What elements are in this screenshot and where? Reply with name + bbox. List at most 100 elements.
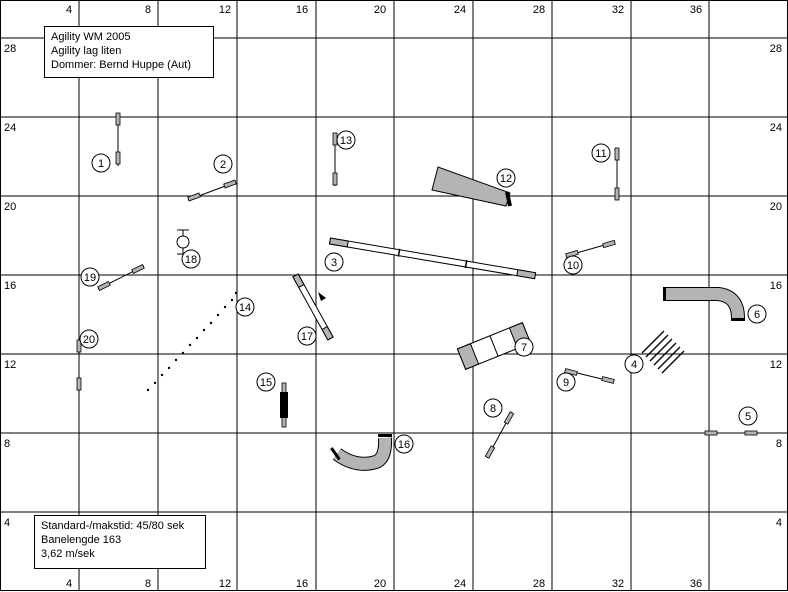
obstacle-9-jump[interactable] bbox=[564, 368, 615, 384]
y-tick-left-24: 24 bbox=[4, 122, 16, 134]
y-tick-left-8: 8 bbox=[4, 438, 10, 450]
x-tick-bottom-32: 32 bbox=[612, 578, 624, 590]
svg-text:1: 1 bbox=[98, 158, 104, 170]
y-tick-right-20: 20 bbox=[770, 201, 782, 213]
marker-6: 6 bbox=[747, 304, 767, 324]
y-tick-left-20: 20 bbox=[4, 201, 16, 213]
x-tick-top-8: 8 bbox=[145, 4, 151, 16]
y-tick-right-8: 8 bbox=[776, 438, 782, 450]
svg-text:4: 4 bbox=[631, 359, 637, 371]
obstacle-15-wall[interactable] bbox=[280, 382, 288, 428]
marker-16: 16 bbox=[394, 434, 414, 454]
obstacle-5-jump[interactable] bbox=[704, 430, 760, 436]
course-speed: 3,62 m/sek bbox=[41, 548, 95, 560]
obstacle-12-chute[interactable] bbox=[431, 166, 512, 207]
x-tick-bottom-20: 20 bbox=[374, 578, 386, 590]
obstacle-2-jump[interactable] bbox=[187, 179, 237, 202]
svg-text:11: 11 bbox=[595, 148, 606, 160]
svg-text:2: 2 bbox=[220, 159, 226, 171]
marker-10: 10 bbox=[563, 255, 583, 275]
svg-text:13: 13 bbox=[340, 135, 352, 147]
y-tick-right-4: 4 bbox=[776, 517, 782, 529]
marker-17: 17 bbox=[297, 326, 317, 346]
svg-text:3: 3 bbox=[331, 257, 337, 269]
svg-text:7: 7 bbox=[521, 342, 527, 354]
y-tick-right-28: 28 bbox=[770, 43, 782, 55]
marker-11: 11 bbox=[591, 143, 611, 163]
x-tick-bottom-28: 28 bbox=[533, 578, 545, 590]
marker-13: 13 bbox=[336, 130, 356, 150]
svg-text:14: 14 bbox=[239, 302, 251, 314]
marker-4: 4 bbox=[624, 354, 644, 374]
x-tick-top-12: 12 bbox=[219, 4, 231, 16]
obstacle-14-longjump[interactable] bbox=[146, 291, 238, 392]
obstacle-8-jump[interactable] bbox=[484, 411, 515, 459]
x-tick-bottom-4: 4 bbox=[66, 578, 72, 590]
marker-12: 12 bbox=[496, 168, 516, 188]
x-tick-bottom-16: 16 bbox=[296, 578, 308, 590]
standard-time: Standard-/makstid: 45/80 sek bbox=[41, 520, 185, 532]
x-tick-bottom-8: 8 bbox=[145, 578, 151, 590]
y-tick-right-16: 16 bbox=[770, 280, 782, 292]
x-tick-bottom-36: 36 bbox=[690, 578, 702, 590]
y-tick-left-28: 28 bbox=[4, 43, 16, 55]
svg-text:12: 12 bbox=[500, 173, 512, 185]
obstacle-16-tunnel[interactable] bbox=[330, 434, 393, 471]
svg-text:16: 16 bbox=[398, 439, 410, 451]
svg-text:5: 5 bbox=[745, 411, 751, 423]
course-info-panel: Agility WM 2005 Agility lag liten Dommer… bbox=[44, 26, 214, 78]
svg-text:10: 10 bbox=[567, 260, 579, 272]
obstacle-13-jump[interactable] bbox=[332, 132, 338, 186]
y-tick-left-4: 4 bbox=[4, 517, 10, 529]
svg-text:17: 17 bbox=[301, 331, 313, 343]
svg-text:15: 15 bbox=[260, 377, 272, 389]
marker-2: 2 bbox=[213, 154, 233, 174]
marker-19: 19 bbox=[80, 267, 100, 287]
obstacle-1-jump[interactable] bbox=[115, 112, 121, 166]
marker-14: 14 bbox=[235, 297, 255, 317]
obstacle-17-seesaw[interactable] bbox=[292, 273, 334, 341]
x-tick-top-20: 20 bbox=[374, 4, 386, 16]
obstacle-7-aframe[interactable] bbox=[456, 322, 532, 370]
x-tick-top-36: 36 bbox=[690, 4, 702, 16]
x-tick-top-32: 32 bbox=[612, 4, 624, 16]
svg-text:20: 20 bbox=[83, 334, 95, 346]
obstacle-19-jump[interactable] bbox=[97, 264, 145, 291]
class-label: Agility lag liten bbox=[51, 45, 122, 57]
judge-label: Dommer: Bernd Huppe (Aut) bbox=[51, 59, 191, 71]
x-tick-top-16: 16 bbox=[296, 4, 308, 16]
seesaw-direction-arrow bbox=[318, 292, 326, 301]
marker-7: 7 bbox=[514, 337, 534, 357]
marker-1: 1 bbox=[91, 153, 111, 173]
obstacle-11-jump[interactable] bbox=[614, 147, 620, 201]
marker-8: 8 bbox=[483, 398, 503, 418]
marker-9: 9 bbox=[556, 372, 576, 392]
x-tick-bottom-12: 12 bbox=[219, 578, 231, 590]
y-tick-right-24: 24 bbox=[770, 122, 782, 134]
x-tick-bottom-24: 24 bbox=[454, 578, 466, 590]
svg-text:8: 8 bbox=[490, 403, 496, 415]
x-tick-top-24: 24 bbox=[454, 4, 466, 16]
marker-20: 20 bbox=[79, 329, 99, 349]
marker-5: 5 bbox=[738, 406, 758, 426]
y-tick-right-12: 12 bbox=[770, 359, 782, 371]
competition-title: Agility WM 2005 bbox=[51, 31, 131, 43]
svg-text:9: 9 bbox=[563, 377, 569, 389]
obstacle-10-jump[interactable] bbox=[565, 239, 616, 259]
marker-3: 3 bbox=[324, 252, 344, 272]
marker-15: 15 bbox=[256, 372, 276, 392]
marker-18: 18 bbox=[181, 249, 201, 269]
obstacle-6-tunnel[interactable] bbox=[663, 287, 745, 321]
course-stats-panel: Standard-/makstid: 45/80 sek Banelengde … bbox=[34, 515, 206, 569]
svg-text:18: 18 bbox=[185, 254, 197, 266]
obstacle-4-weave[interactable] bbox=[641, 330, 685, 374]
x-tick-top-4: 4 bbox=[66, 4, 72, 16]
svg-text:19: 19 bbox=[84, 272, 96, 284]
x-tick-top-28: 28 bbox=[533, 4, 545, 16]
obstacle-3-dogwalk[interactable] bbox=[328, 237, 537, 280]
obstacle-20-jump[interactable] bbox=[76, 339, 82, 392]
y-tick-left-12: 12 bbox=[4, 359, 16, 371]
svg-text:6: 6 bbox=[754, 309, 760, 321]
